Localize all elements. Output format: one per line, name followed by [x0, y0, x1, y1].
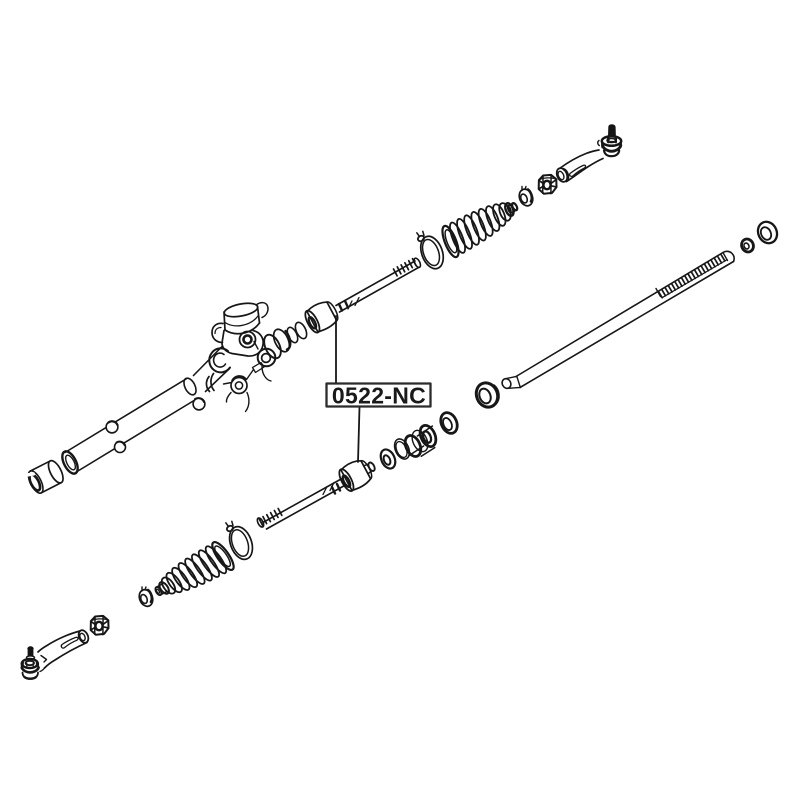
svg-text:0522-NC: 0522-NC [332, 383, 426, 409]
